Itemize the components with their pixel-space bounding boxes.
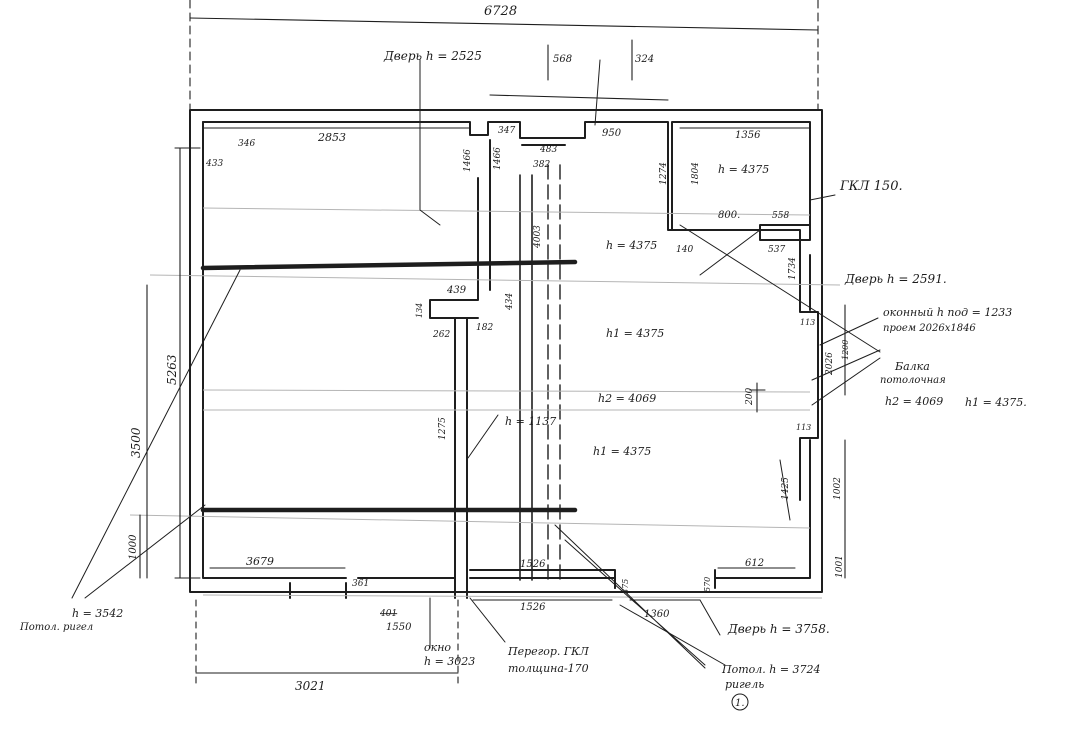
dim-134: 134 [415,303,424,318]
room-h1-a: h1 = 4375 [606,327,664,340]
dim-1550: 1550 [386,622,412,633]
dim-568: 568 [553,54,572,65]
outer-walls [189,109,823,593]
window-size-label: проем 2026х1846 [883,323,976,334]
ceiling-beams [200,259,578,513]
bottom-left-dim: 3021 [295,679,326,693]
dim-2026: 2026 [825,352,835,376]
ceiling-bottom-label-2: ригель [725,678,764,691]
dim-140: 140 [676,245,693,255]
dim-433: 433 [205,159,223,169]
partitions [289,139,819,599]
dim-382: 382 [533,160,550,170]
page-number: 1. [735,698,745,709]
overall-width-label: 6728 [484,4,517,19]
room-h-low: h = 1137 [505,415,556,428]
dim-1425: 1425 [781,477,791,500]
dim-262: 262 [432,330,450,340]
dim-1466a: 1466 [463,149,473,172]
room-height-top: h = 4375 [718,163,769,176]
dim-3679: 3679 [246,555,274,568]
dim-375: 375 [621,579,630,594]
dim-113a: 113 [800,318,815,327]
page-number-circle [731,693,749,711]
gkl-label: ГКЛ 150. [839,179,903,194]
dim-1001: 1001 [835,555,845,578]
ceiling-left-label: Потол. ригел [19,622,93,633]
window-bottom-h: h = 3023 [424,655,475,668]
dim-347: 347 [498,126,515,136]
dim-1275: 1275 [438,417,448,440]
h1-right-label: h1 = 4375. [965,396,1027,409]
dim-950: 950 [602,128,622,139]
dim-1274: 1274 [659,162,669,185]
room-height-mid: h = 4375 [606,239,657,252]
dim-346: 346 [238,139,255,149]
door-top-label: Дверь h = 2525 [383,49,482,63]
dim-324: 324 [635,54,654,65]
left-low-dim: 1000 [128,534,139,560]
dim-401: 401 [379,609,397,619]
dim-570: 570 [703,577,712,592]
dim-1466b: 1466 [493,147,503,170]
dim-200: 200 [745,388,755,406]
room-h1-b: h1 = 4375 [593,445,651,458]
partition-label: Перегор. ГКЛ [507,645,590,658]
left-total-dim: 5263 [165,354,179,385]
dim-439: 439 [446,285,467,296]
dim-800: 800. [718,210,740,221]
h-left-label: h = 3542 [72,607,123,620]
window-opening-label: оконный h под = 1233 [883,306,1012,319]
h2-right-label: h2 = 4069 [885,395,943,408]
reference-lines [129,207,841,599]
door-right-label: Дверь h = 2591. [844,272,947,286]
dim-1526-lower: 1526 [520,602,546,613]
dim-182: 182 [476,323,493,333]
dim-537: 537 [768,245,785,255]
dim-612: 612 [745,558,764,569]
dim-2853: 2853 [317,131,346,144]
window-bottom-label: окно [424,641,451,654]
dim-4003: 4003 [533,225,543,249]
dim-558: 558 [772,211,789,221]
dim-113b: 113 [796,423,811,432]
dim-1360: 1360 [644,609,670,620]
dim-361: 361 [352,579,369,589]
dim-1002: 1002 [833,477,843,500]
partition-thickness: толщина-170 [508,662,589,675]
dim-1356: 1356 [735,130,761,141]
room-h2-mid: h2 = 4069 [598,392,656,405]
left-mid-dim: 3500 [129,427,143,458]
door-bottom-label: Дверь h = 3758. [727,622,830,636]
dim-483: 483 [539,145,557,155]
dim-1804: 1804 [691,162,701,185]
beam-label-2: потолочная [880,375,946,386]
leader-lines [71,59,881,669]
dim-1200: 1200 [841,340,850,360]
beam-label: Балка [894,360,930,373]
dim-1526-upper: 1526 [520,559,546,570]
ceiling-bottom-label: Потол. h = 3724 [721,663,821,676]
dimension-lines [139,0,846,689]
dim-434: 434 [505,293,515,311]
dim-1734: 1734 [788,257,798,280]
